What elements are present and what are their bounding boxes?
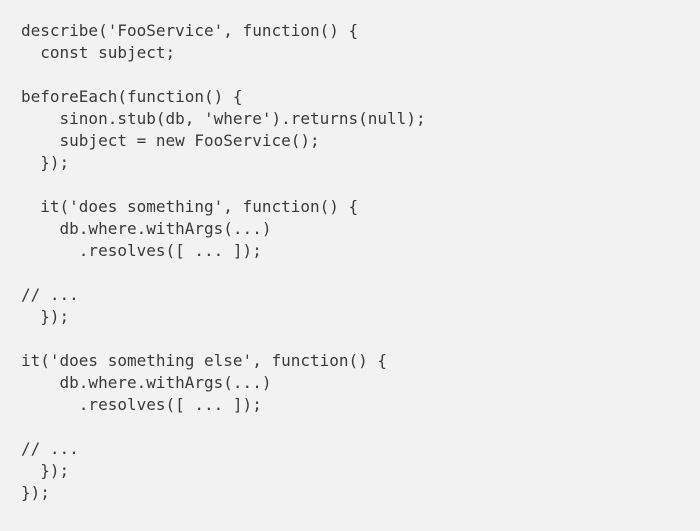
code-line: .resolves([ ... ]); bbox=[21, 395, 262, 414]
code-listing[interactable]: describe('FooService', function() { cons… bbox=[21, 20, 700, 504]
code-line bbox=[21, 416, 700, 438]
code-line: }); bbox=[21, 153, 70, 172]
code-line: }); bbox=[21, 307, 70, 326]
code-line bbox=[21, 174, 700, 196]
code-line: }); bbox=[21, 483, 50, 502]
code-line bbox=[21, 328, 700, 350]
code-line: it('does something', function() { bbox=[21, 197, 359, 216]
code-line bbox=[21, 262, 700, 284]
code-line: // ... bbox=[21, 439, 79, 458]
code-line: // ... bbox=[21, 285, 79, 304]
code-line: beforeEach(function() { bbox=[21, 87, 243, 106]
code-line: sinon.stub(db, 'where').returns(null); bbox=[21, 109, 426, 128]
code-content[interactable]: describe('FooService', function() { cons… bbox=[21, 20, 700, 504]
code-line: }); bbox=[21, 461, 70, 480]
code-line: describe('FooService', function() { bbox=[21, 21, 359, 40]
code-line: subject = new FooService(); bbox=[21, 131, 320, 150]
code-line bbox=[21, 64, 700, 86]
code-line: db.where.withArgs(...) bbox=[21, 219, 272, 238]
code-line: db.where.withArgs(...) bbox=[21, 373, 272, 392]
code-line: .resolves([ ... ]); bbox=[21, 241, 262, 260]
code-line: const subject; bbox=[21, 43, 176, 62]
code-line: it('does something else', function() { bbox=[21, 351, 388, 370]
